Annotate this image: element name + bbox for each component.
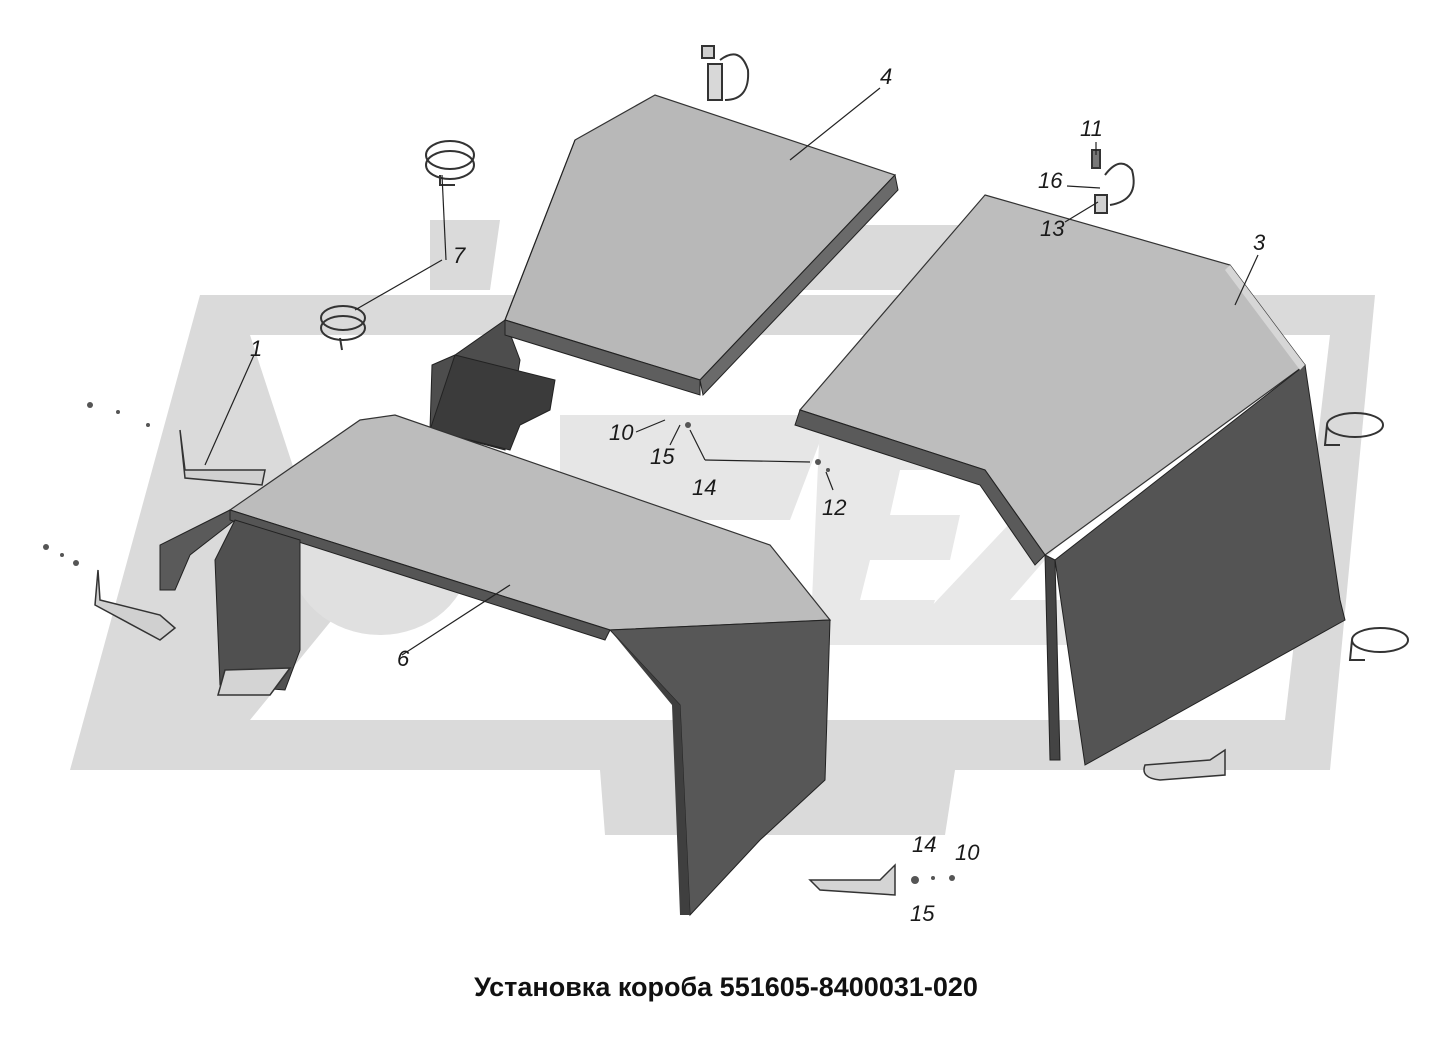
callout-14-mid: 14 xyxy=(692,475,716,500)
callout-3: 3 xyxy=(1253,230,1266,255)
cover-part-3 xyxy=(794,194,1346,766)
fasteners-bottom xyxy=(911,875,955,884)
clamp-top-4 xyxy=(701,45,750,101)
callout-7: 7 xyxy=(453,243,466,268)
clamp-side-3-lower xyxy=(1348,627,1409,661)
fasteners-left xyxy=(43,402,150,566)
callout-1: 1 xyxy=(250,336,262,361)
cover-part-6 xyxy=(159,414,832,917)
callout-4: 4 xyxy=(880,64,892,89)
callout-10-mid: 10 xyxy=(609,420,634,445)
callout-6: 6 xyxy=(397,646,410,671)
clamp-top-3 xyxy=(1091,149,1135,214)
callout-12: 12 xyxy=(822,495,846,520)
callout-10-bottom: 10 xyxy=(955,840,980,865)
bracket-part-1-lower xyxy=(94,569,177,641)
clamp-side-3-upper xyxy=(1323,412,1384,446)
callout-15-bottom: 15 xyxy=(910,901,935,926)
diagram-caption: Установка короба 551605-8400031-020 xyxy=(474,972,978,1002)
callout-labels: 1 3 4 6 7 10 15 14 12 11 16 13 14 10 15 xyxy=(250,64,1266,926)
callout-13: 13 xyxy=(1040,216,1065,241)
callout-16: 16 xyxy=(1038,168,1063,193)
clamp-part-7-upper xyxy=(425,140,475,186)
bracket-part-3 xyxy=(1143,748,1226,781)
leader-lines xyxy=(204,87,1259,656)
bracket-part-6 xyxy=(217,667,292,696)
bracket-part-1-upper xyxy=(179,429,266,486)
callout-14-bottom: 14 xyxy=(912,832,936,857)
bracket-bottom xyxy=(808,863,896,896)
callout-15-mid: 15 xyxy=(650,444,675,469)
clamp-part-7-lower xyxy=(320,305,366,351)
fasteners-mid xyxy=(685,422,830,472)
callout-11: 11 xyxy=(1080,116,1103,141)
